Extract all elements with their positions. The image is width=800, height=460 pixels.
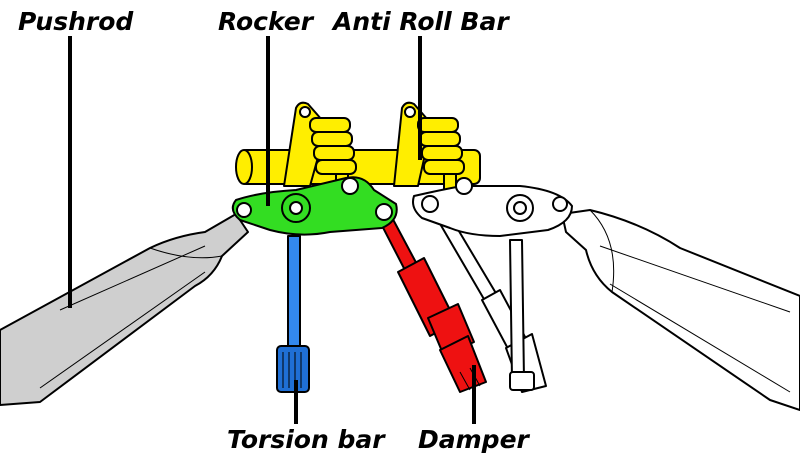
rocker-label: Rocker (218, 7, 314, 36)
torsion-bar (276, 235, 310, 393)
torsion-bar-label: Torsion bar (227, 425, 385, 454)
damper-right (431, 205, 547, 393)
leader-lines (68, 36, 476, 424)
pushrod-right (561, 209, 800, 411)
damper (375, 209, 487, 393)
pushrod-label: Pushrod (18, 7, 134, 36)
anti-roll-bar-label: Anti Roll Bar (333, 7, 509, 36)
rocker-right (412, 177, 573, 237)
pushrod-left (0, 213, 249, 406)
rocker (231, 176, 398, 236)
damper-label: Damper (418, 425, 529, 454)
